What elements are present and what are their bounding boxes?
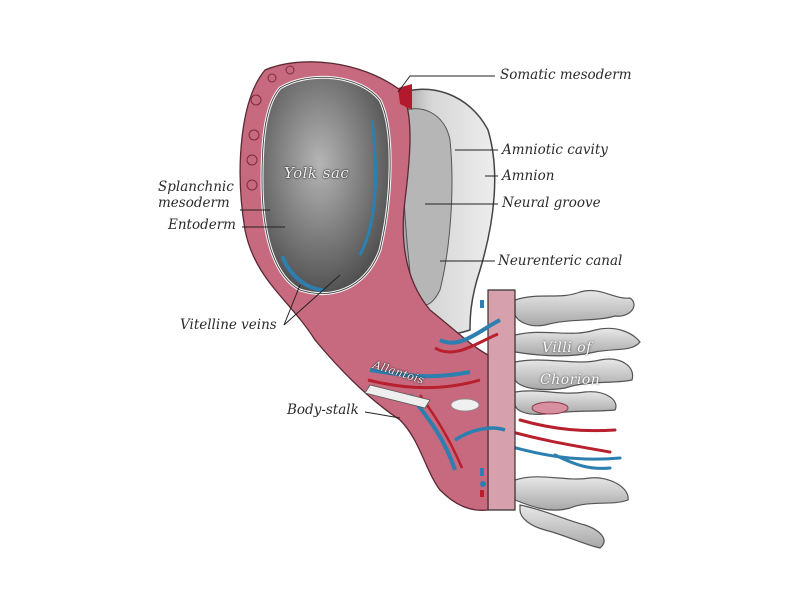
label-somatic-mesoderm: Somatic mesoderm	[500, 67, 632, 83]
umbilical-vein	[369, 368, 471, 379]
somatic-mesoderm-wedge	[398, 84, 412, 110]
vitelline-vein-left	[281, 256, 324, 292]
chorionic-villi	[514, 290, 641, 549]
label-villi-of: Villi of	[542, 340, 592, 356]
label-chorion: Chorion	[540, 372, 601, 388]
blood-islands	[246, 65, 295, 191]
label-neurenteric-canal: Neurenteric canal	[498, 253, 623, 269]
yolk-sac	[260, 75, 392, 296]
label-neural-groove: Neural groove	[502, 195, 601, 211]
allantois	[364, 384, 431, 409]
umbilical-artery	[367, 378, 481, 390]
body-stalk-vessels	[480, 300, 486, 497]
leader-lines	[240, 75, 498, 419]
villus-blood-island	[531, 401, 569, 415]
label-vitelline-veins: Vitelline veins	[180, 317, 277, 333]
label-amnion: Amnion	[502, 168, 555, 184]
label-amniotic-cavity: Amniotic cavity	[502, 142, 608, 158]
label-splanchnic-mesoderm-line1: Splanchnic	[158, 179, 234, 195]
label-splanchnic-mesoderm-line2: mesoderm	[158, 195, 230, 211]
label-yolk-sac: Yolk sac	[284, 164, 350, 182]
label-body-stalk: Body-stalk	[287, 402, 359, 418]
label-entoderm: Entoderm	[168, 217, 236, 233]
villi-vessels	[503, 418, 622, 470]
vitelline-vein-right	[358, 119, 378, 256]
